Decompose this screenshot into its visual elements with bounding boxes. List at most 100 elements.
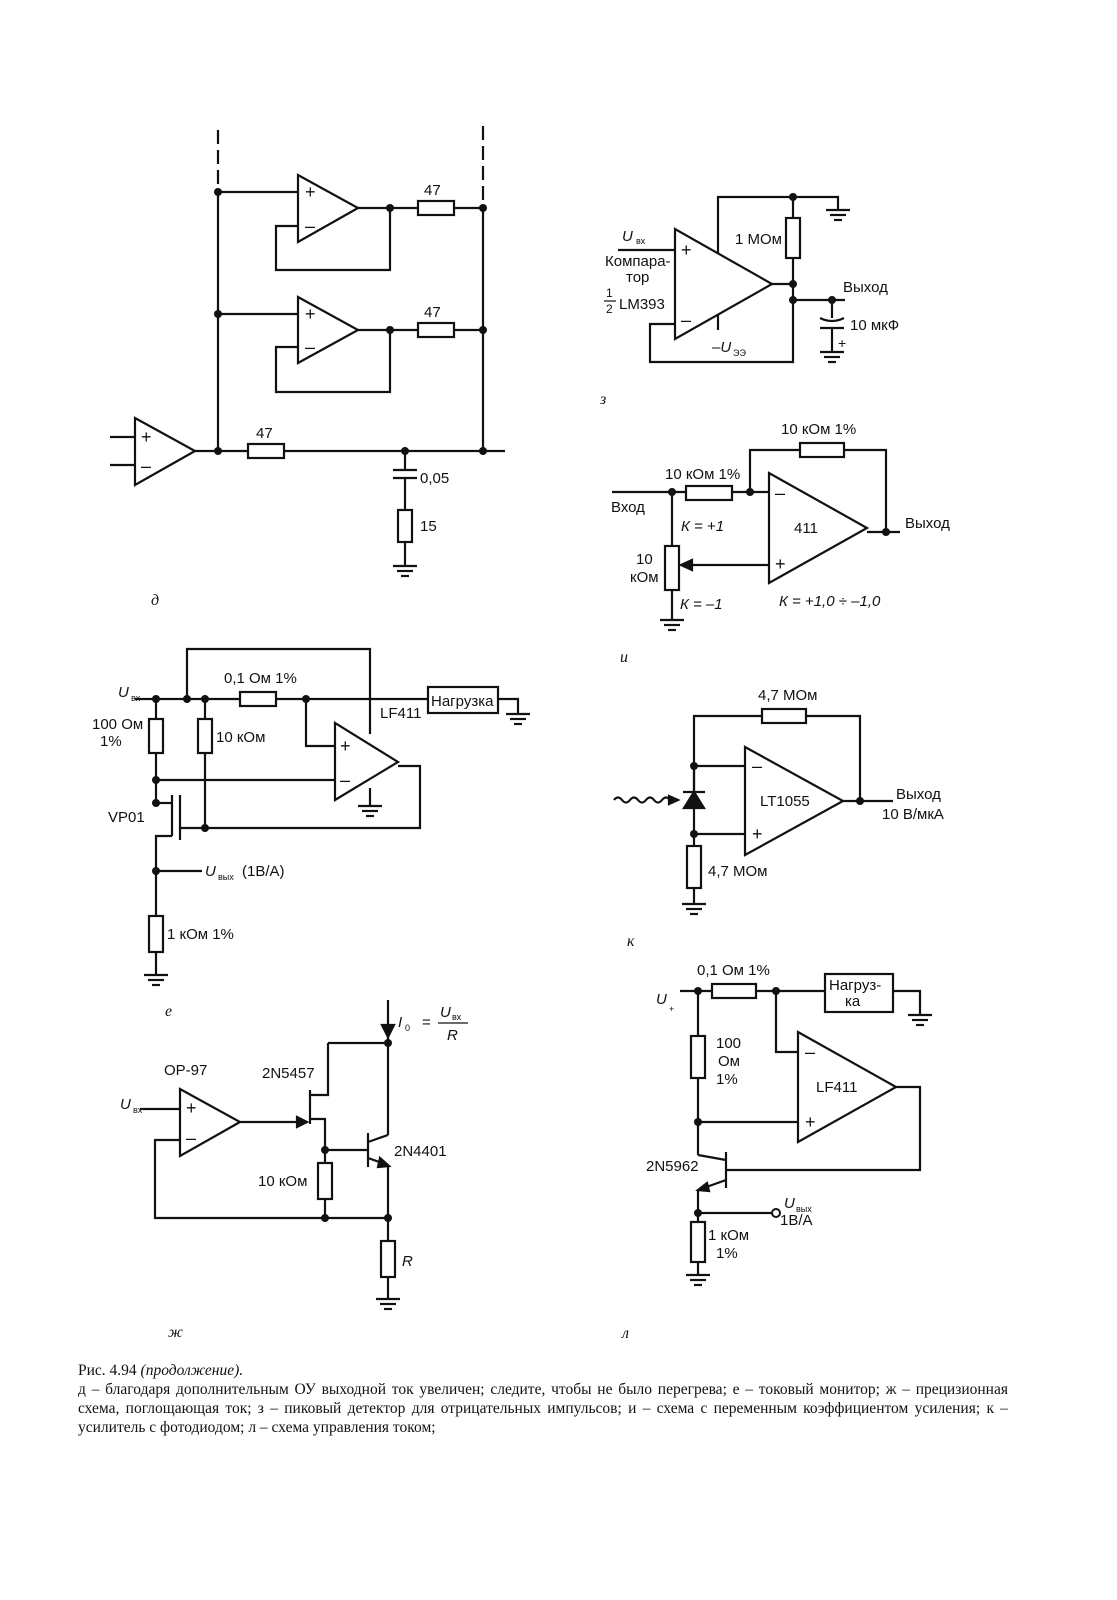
resistor-i-feedback: [798, 441, 846, 459]
circuit-zh: I 0 = U вх R + – OP-97 U вх 2N5457 2N440…: [120, 1000, 468, 1341]
opamp-k-lt1055: [743, 745, 846, 857]
l-r100-line2: Ом: [718, 1053, 740, 1070]
resistor-d-bottom-label: 47: [256, 425, 273, 442]
i-input-resistor-label: 10 кОм 1%: [665, 466, 740, 483]
svg-text:–: –: [186, 1128, 196, 1148]
e-r100-line2: 1%: [100, 733, 122, 750]
svg-text:+: +: [805, 1112, 816, 1132]
l-output-scale: 1В/А: [780, 1212, 813, 1229]
resistor-l-1k: [689, 1220, 707, 1264]
circuit-e: U вх 0,1 Ом 1% Нагрузка 100 Ом 1% 10 кОм…: [92, 647, 530, 1020]
l-output-label: U: [784, 1195, 795, 1212]
svg-text:+: +: [838, 335, 846, 351]
svg-text:–: –: [305, 337, 315, 357]
svg-text:–: –: [681, 310, 691, 330]
svg-text:+: +: [305, 182, 316, 202]
l-load-line2: ка: [845, 993, 861, 1010]
circuit-l: U + 0,1 Ом 1% Нагруз- ка – + LF411 100 О…: [621, 962, 932, 1342]
svg-text:+: +: [340, 736, 351, 756]
e-opamp-label: LF411: [380, 705, 421, 722]
l-transistor-label: 2N5962: [646, 1158, 699, 1175]
l-shunt-label: 0,1 Ом 1%: [697, 962, 770, 979]
zh-fet-label: 2N5457: [262, 1065, 315, 1082]
caption-figure: Рис. 4.94: [78, 1362, 141, 1379]
l-load-line1: Нагруз-: [829, 977, 881, 994]
resistor-e-shunt: [238, 690, 278, 708]
resistor-d-load-label: 15: [420, 518, 437, 535]
k-opamp-label: LT1055: [760, 793, 810, 810]
zh-current-label: I: [398, 1014, 402, 1031]
svg-text:+: +: [775, 554, 786, 574]
circuit-z: + – U вх Компара- тор 1 2 LM393 1 МОм Вы…: [599, 193, 899, 408]
resistor-e-10k: [196, 717, 214, 755]
e-r1k-label: 1 кОм 1%: [167, 926, 234, 943]
resistor-d-mid: [416, 321, 456, 339]
svg-text:–: –: [752, 756, 762, 776]
zh-eq: =: [422, 1014, 431, 1031]
z-capacitor-label: 10 мкФ: [850, 317, 899, 334]
svg-text:–: –: [775, 483, 785, 503]
resistor-d-mid-label: 47: [424, 304, 441, 321]
z-comparator-line2: тор: [626, 269, 649, 286]
l-supply-label: U: [656, 991, 667, 1008]
panel-letter-zh: ж: [168, 1324, 183, 1341]
opamp-i-411: [767, 471, 870, 585]
e-output-sub: вых: [218, 872, 234, 882]
e-shunt-label: 0,1 Ом 1%: [224, 670, 297, 687]
opamp-e-lf411: [333, 721, 401, 802]
zh-den: R: [447, 1027, 458, 1044]
i-pot-value: 10: [636, 551, 653, 568]
e-r100-line1: 100 Ом: [92, 716, 143, 733]
figure-caption: Рис. 4.94 (продолжение). д – благодаря д…: [78, 1361, 1008, 1437]
opamp-d-input: [133, 416, 198, 487]
opamp-zh-op97: [178, 1087, 243, 1158]
zh-num: U: [440, 1004, 451, 1021]
opamp-z: [673, 227, 775, 341]
e-fet-label: VP01: [108, 809, 145, 826]
i-feedback-label: 10 кОм 1%: [781, 421, 856, 438]
zh-rr-label: R: [402, 1253, 413, 1270]
load-box-e: [426, 685, 500, 715]
k-bias-label: 4,7 МОм: [708, 863, 768, 880]
z-input-label: U: [622, 228, 633, 245]
load-box-l: [823, 972, 895, 1014]
l-supply-sub: +: [669, 1004, 674, 1014]
resistor-l-100: [689, 1034, 707, 1080]
z-chip-label: LM393: [619, 296, 665, 313]
resistor-k-feedback: [760, 707, 808, 725]
l-r100-line3: 1%: [716, 1071, 738, 1088]
zh-opamp-label: OP-97: [164, 1062, 207, 1079]
zh-num-sub: вх: [452, 1012, 462, 1022]
z-chip-den: 2: [606, 302, 613, 316]
panel-letter-z: з: [599, 391, 606, 408]
zh-current-sub: 0: [405, 1023, 410, 1033]
k-output-label: Выход: [896, 786, 941, 803]
panel-letter-i: и: [620, 649, 628, 666]
resistor-d-top-label: 47: [424, 182, 441, 199]
l-r1k-line2: 1%: [716, 1245, 738, 1262]
svg-text:–: –: [340, 770, 350, 790]
i-gain-bottom: К = –1: [680, 596, 723, 613]
l-opamp-label: LF411: [816, 1079, 857, 1096]
z-supply-label: –U: [711, 339, 731, 356]
resistor-zh-10k: [316, 1161, 334, 1201]
opamp-l-lf411: [796, 1030, 899, 1144]
svg-text:+: +: [305, 304, 316, 324]
panel-letter-l: л: [621, 1325, 629, 1342]
i-output-label: Выход: [905, 515, 950, 532]
i-pot-unit: кОм: [630, 569, 659, 586]
panel-letter-k: к: [627, 933, 635, 950]
panel-letter-d: д: [151, 592, 159, 609]
z-output-label: Выход: [843, 279, 888, 296]
i-gain-top: К = +1: [681, 518, 724, 535]
caption-continued: (продолжение).: [140, 1362, 244, 1379]
i-opamp-label: 411: [794, 520, 818, 537]
svg-text:+: +: [752, 824, 763, 844]
resistor-e-1k: [147, 914, 165, 954]
l-r1k-line1: 1 кОм: [708, 1227, 749, 1244]
caption-heading: Рис. 4.94 (продолжение).: [78, 1361, 1008, 1380]
circuit-k: 4,7 МОм – + LT1055 4,7 МОм Выход 10 В/мк…: [613, 687, 944, 950]
z-chip-num: 1: [606, 286, 613, 300]
z-comparator-line1: Компара-: [605, 253, 671, 270]
